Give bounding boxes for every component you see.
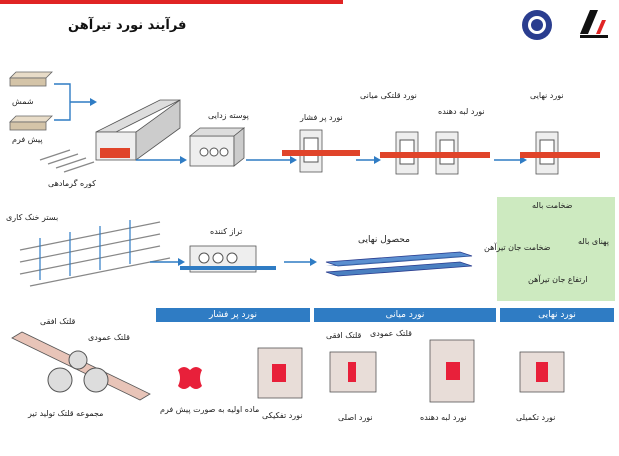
roller-table-row1 [39, 149, 95, 173]
mill-assembly-drawing [11, 331, 151, 401]
preform-shape [178, 367, 202, 389]
roughing-stand [282, 129, 360, 173]
feed-arrows [54, 83, 90, 121]
final-product-beam [325, 251, 473, 277]
label-straightener: تراز کننده [210, 227, 243, 236]
finishing-stand [520, 131, 600, 175]
label-web-thickness: ضخامت جان تیرآهن [484, 243, 551, 252]
label-roll-h: قلتک افقی [326, 331, 362, 340]
label-finishing: نورد نهایی [530, 91, 564, 100]
edging-pass [429, 339, 475, 403]
scale-breaker [188, 127, 246, 167]
label-roughing: نورد پر فشار [300, 113, 343, 122]
label-edging-rolling: نورد لبه دهنده [420, 413, 467, 422]
cooling-bed [19, 220, 171, 287]
bar-intermediate: نورد میانی [314, 308, 496, 322]
page-title: فرآیند نورد تیرآهن [68, 18, 187, 33]
label-web-height: ارتفاع جان تیرآهن [528, 275, 588, 284]
label-breakdown: نورد تفکیکی [262, 411, 303, 420]
label-furnace: کوره گرمادهی [48, 179, 96, 188]
arrow-head [90, 98, 97, 106]
label-ingot: شمش [12, 97, 34, 106]
label-intermediate: نورد قلتکی میانی [360, 91, 417, 100]
label-edging: نورد لبه دهنده [438, 107, 485, 116]
label-flange-side: پهنای باله [578, 237, 609, 246]
main-pass [329, 351, 377, 393]
label-main-rolling: نورد اصلی [338, 413, 373, 422]
label-preform: پیش فرم [12, 135, 43, 144]
bar-roughing: نورد پر فشار [156, 308, 310, 322]
preform-block [9, 115, 53, 131]
label-flange-width: ضخامت باله [532, 201, 573, 210]
label-scale-breaker: پوسته زدایی [208, 111, 249, 120]
breakdown-pass [257, 347, 303, 399]
label-finishing-rolling: نورد تکمیلی [516, 413, 556, 422]
label-horizontal-roll: قلتک افقی [40, 317, 76, 326]
header-red-line [0, 0, 343, 4]
label-cooling-bed: بستر خنک کاری [6, 213, 59, 222]
label-final-product: محصول نهایی [358, 235, 410, 245]
label-roll-v: قلتک عمودی [370, 329, 412, 338]
intermediate-stands [380, 131, 490, 175]
brand-logo [580, 10, 608, 38]
furnace [95, 99, 181, 161]
company-logo [522, 10, 552, 40]
straightener [180, 245, 276, 273]
label-vertical-roll: قلتک عمودی [88, 333, 130, 342]
label-mill-assembly: مجموعه قلتک تولید تیر [28, 409, 104, 418]
bar-finishing: نورد نهایی [500, 308, 614, 322]
finishing-pass [519, 351, 565, 393]
ingot-block [9, 71, 53, 87]
cross-section-panel [497, 197, 615, 301]
label-raw-shape: ماده اولیه به صورت پیش فرم [160, 405, 260, 414]
